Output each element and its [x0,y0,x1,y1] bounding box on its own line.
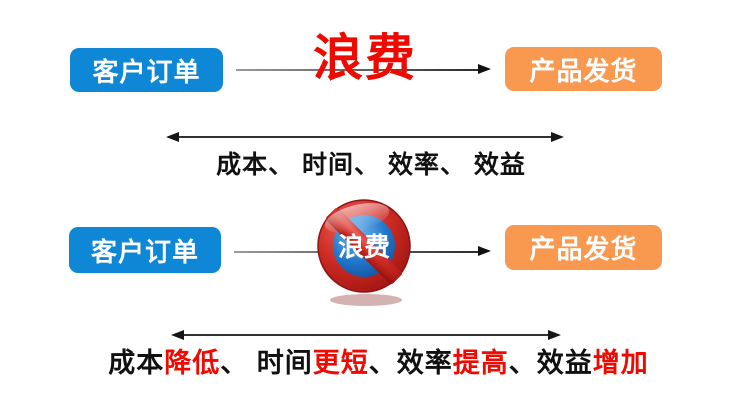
arrowhead-icon [478,246,491,256]
metric-segment: 提高 [452,348,509,378]
no-waste-sign-icon: 浪费 [317,199,411,306]
metric-segment: 、 [368,348,397,378]
metric-segment: 降低 [164,348,221,378]
customer-order-label: 客户订单 [92,56,201,87]
product-shipping-label: 产品发货 [529,234,638,264]
waste-label: 浪费 [313,30,417,86]
flow-line [236,69,482,71]
customer-order-box: 客户订单 [70,48,223,92]
product-shipping-label: 产品发货 [529,55,638,86]
metric-segment: 效率 [396,348,453,378]
customer-order-box: 客户订单 [69,227,221,273]
improved-metrics-label: 成本降低、 时间更短、效率提高、效益增加 [106,341,651,380]
customer-order-label: 客户订单 [90,236,199,267]
metric-segment: 、 [508,348,537,378]
double-arrow-icon [171,330,561,340]
no-waste-sign-label: 浪费 [338,232,390,262]
metric-segment: 更短 [312,348,369,378]
product-shipping-box: 产品发货 [505,225,662,270]
metric-segment: 增加 [592,348,649,378]
metric-segment: 时间 [256,348,313,378]
product-shipping-box: 产品发货 [505,47,662,91]
metric-segment: 效益 [536,348,593,378]
double-arrow-icon [166,132,564,142]
metric-segment: 、 [220,348,257,378]
arrowhead-icon [478,64,491,74]
metrics-label: 成本、 时间、 效率、 效益 [216,151,526,179]
metric-segment: 成本 [108,348,165,378]
